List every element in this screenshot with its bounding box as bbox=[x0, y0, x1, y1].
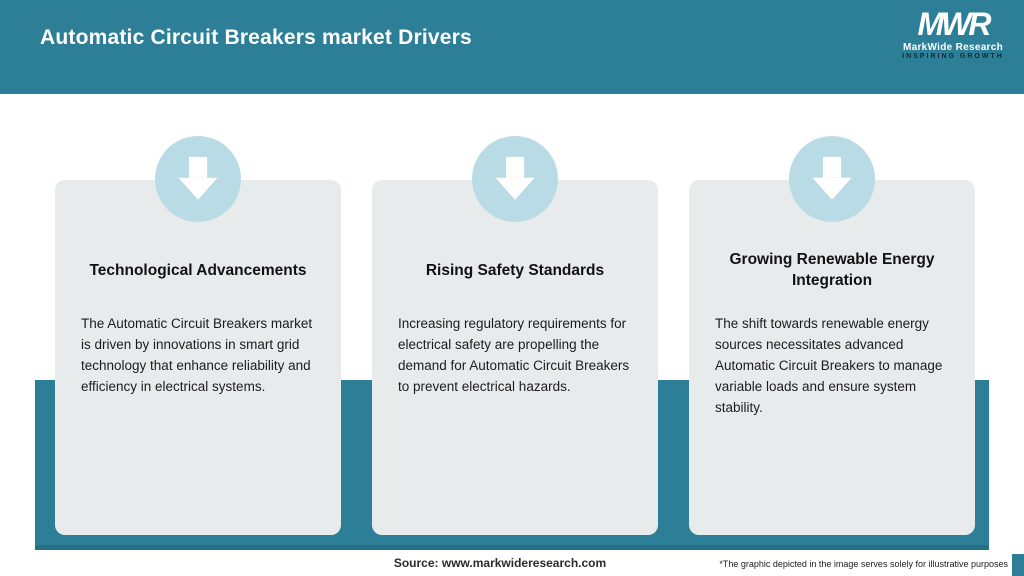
logo-name: MarkWide Research bbox=[902, 42, 1004, 53]
card-rising-safety-standards: Rising Safety Standards Increasing regul… bbox=[372, 136, 658, 535]
down-arrow-badge bbox=[472, 136, 558, 222]
down-arrow-badge bbox=[155, 136, 241, 222]
header-bar: Automatic Circuit Breakers market Driver… bbox=[0, 0, 1024, 94]
card-title: Growing Renewable Energy Integration bbox=[729, 251, 935, 289]
card-body-text: The Automatic Circuit Breakers market is… bbox=[81, 316, 313, 394]
card-title: Technological Advancements bbox=[89, 261, 307, 279]
logo-monogram: MWR bbox=[917, 6, 992, 42]
disclaimer-text: *The graphic depicted in the image serve… bbox=[719, 559, 1008, 569]
logo-tagline: INSPIRING GROWTH bbox=[902, 53, 1004, 60]
card-technological-advancements: Technological Advancements The Automatic… bbox=[55, 136, 341, 535]
down-arrow-icon bbox=[806, 151, 858, 207]
down-arrow-icon bbox=[489, 151, 541, 207]
source-text: Source: www.markwideresearch.com bbox=[393, 556, 607, 570]
card-body-text: Increasing regulatory requirements for e… bbox=[398, 316, 630, 394]
brand-logo: MWR MarkWide Research INSPIRING GROWTH bbox=[898, 8, 1008, 60]
page-title: Automatic Circuit Breakers market Driver… bbox=[40, 26, 472, 49]
card-body-text: The shift towards renewable energy sourc… bbox=[715, 316, 943, 415]
corner-accent bbox=[1012, 554, 1024, 576]
down-arrow-icon bbox=[172, 151, 224, 207]
card-title: Rising Safety Standards bbox=[425, 261, 605, 279]
card-growing-renewable-energy-integration: Growing Renewable Energy Integration The… bbox=[689, 136, 975, 535]
down-arrow-badge bbox=[789, 136, 875, 222]
